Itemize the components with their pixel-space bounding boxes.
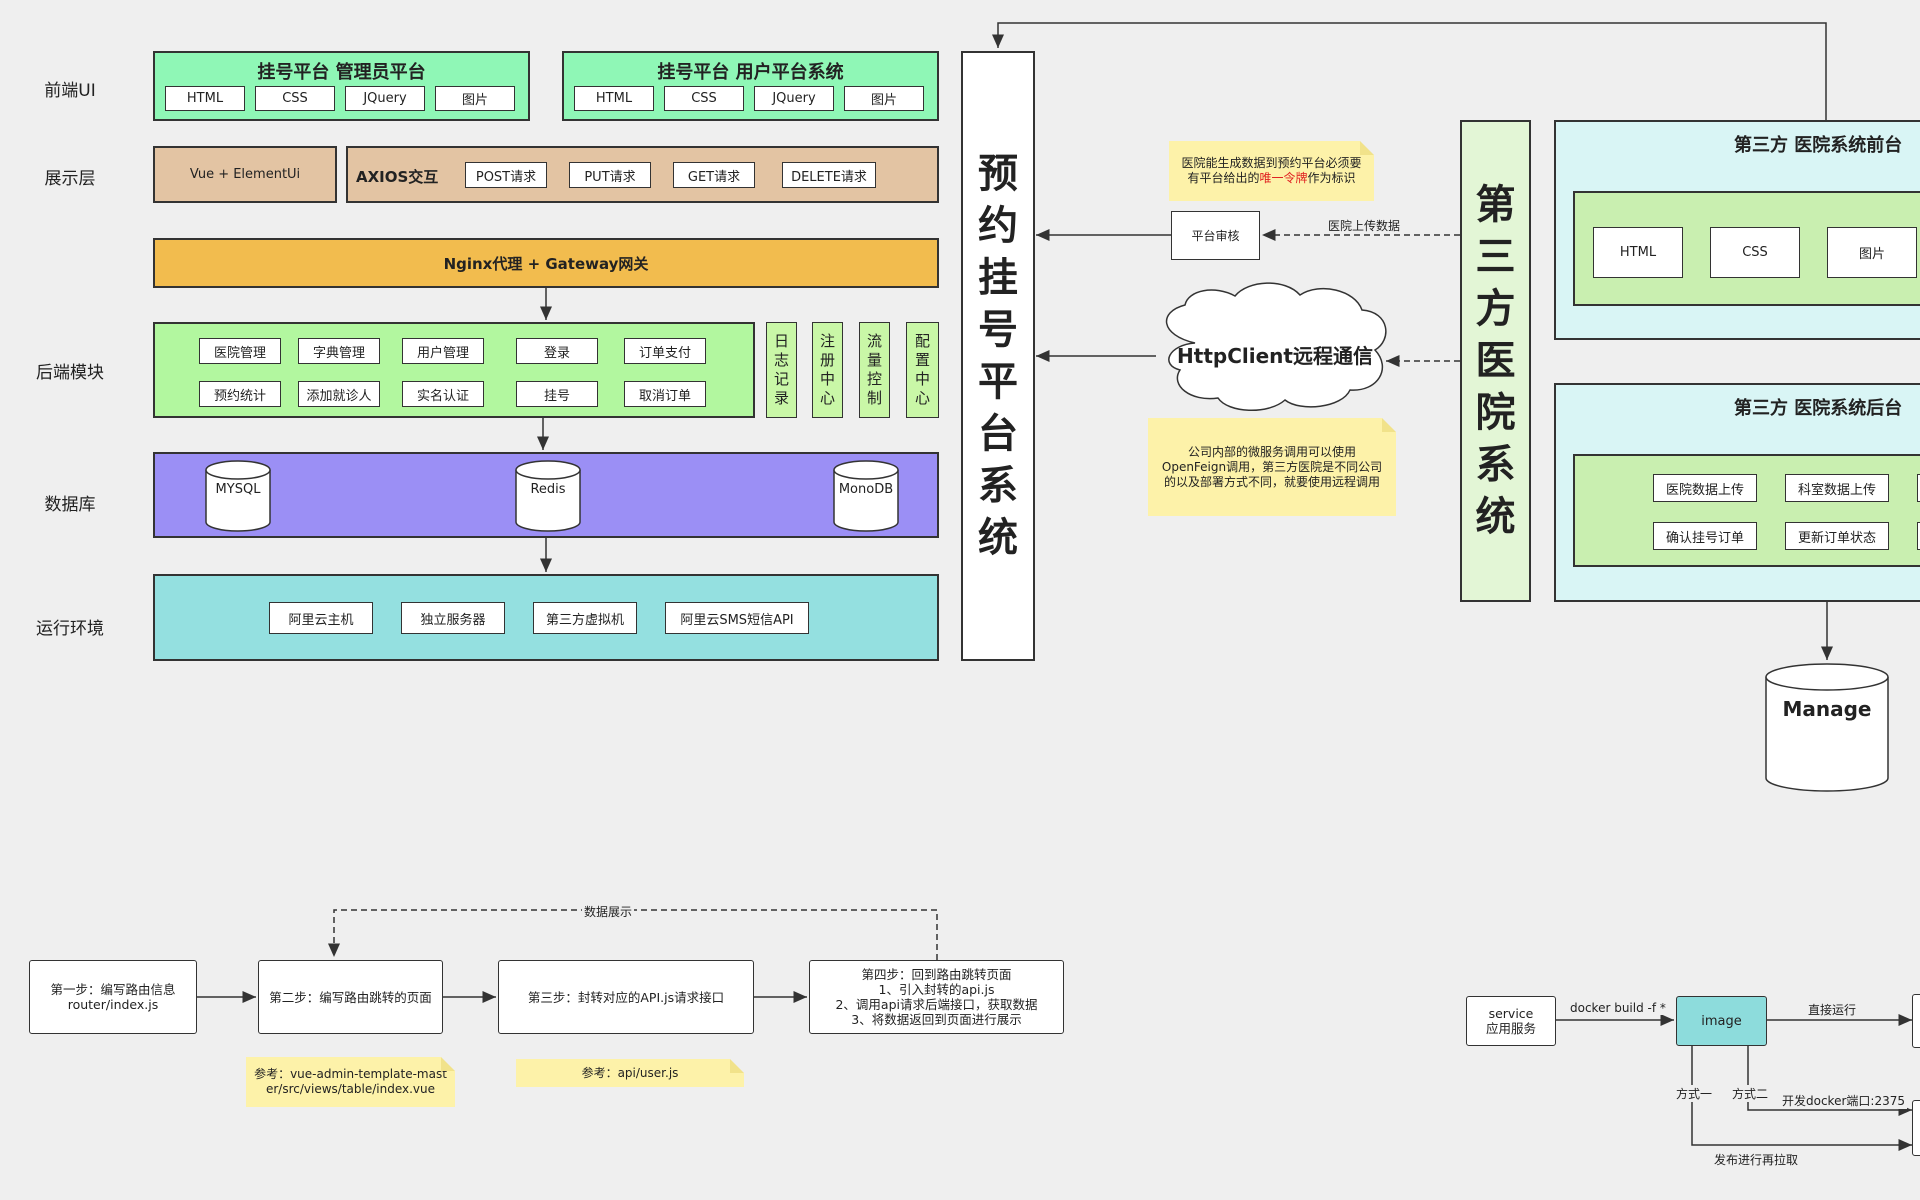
row-label-display: 展示层 xyxy=(44,169,96,189)
front-item-image: 图片 xyxy=(1827,227,1917,278)
hospital-front-title: 第三方 医院系统前台 xyxy=(1734,135,1903,156)
third-hospital-box: 第三方医院系统 xyxy=(1460,120,1531,602)
axios-panel: AXIOS交互 POST请求 PUT请求 GET请求 DELETE请求 xyxy=(346,146,939,203)
platform-system-title: 预约挂号平台系统 xyxy=(978,151,1018,561)
publish-label: 发布进行再拉取 xyxy=(1712,1151,1801,1168)
token-note-after: 作为标识 xyxy=(1307,171,1356,185)
row-label-backend: 后端模块 xyxy=(36,363,104,383)
hospital-front-inner: HTML CSS 图片 xyxy=(1573,191,1920,306)
docker-image-box: image xyxy=(1676,996,1767,1046)
module-appointment-stats: 预约统计 xyxy=(199,381,281,407)
token-note-highlight: 唯一令牌 xyxy=(1259,171,1308,185)
back-update-order: 更新订单状态 xyxy=(1785,522,1889,550)
user-item-jquery: JQuery xyxy=(754,86,834,111)
platform-audit-box: 平台审核 xyxy=(1171,211,1260,260)
token-note-before: 医院能生成数据到预约平台必须要有平台给出的 xyxy=(1181,156,1362,185)
get-request: GET请求 xyxy=(673,162,755,188)
front-item-html: HTML xyxy=(1593,227,1683,278)
way2-label: 方式二 xyxy=(1730,1085,1771,1102)
admin-item-image: 图片 xyxy=(435,86,515,111)
vue-elementui-box: Vue + ElementUi xyxy=(153,146,337,203)
step4-box: 第四步：回到路由跳转页面 1、引入封转的api.js 2、调用api请求后端接口… xyxy=(809,960,1064,1034)
module-cancel-order: 取消订单 xyxy=(624,381,706,407)
token-note: 医院能生成数据到预约平台必须要有平台给出的唯一令牌作为标识 xyxy=(1169,141,1374,201)
openfeign-note: 公司内部的微服务调用可以使用OpenFeign调用，第三方医院是不同公司的以及部… xyxy=(1148,418,1396,516)
manage-db: Manage xyxy=(1782,697,1872,721)
user-item-css: CSS xyxy=(664,86,744,111)
post-request: POST请求 xyxy=(465,162,547,188)
put-request: PUT请求 xyxy=(569,162,651,188)
hospital-back-panel: 第三方 医院系统后台 医院数据上传 科室数据上传 确认挂号订单 更新订单状态 xyxy=(1554,383,1920,602)
step1-box: 第一步：编写路由信息 router/index.js xyxy=(29,960,197,1034)
third-hospital-title: 第三方医院系统 xyxy=(1475,182,1516,540)
back-hospital-upload: 医院数据上传 xyxy=(1653,474,1757,502)
admin-item-css: CSS xyxy=(255,86,335,111)
runtime-aliyun-host: 阿里云主机 xyxy=(269,602,373,634)
runtime-third-vm: 第三方虚拟机 xyxy=(533,602,637,634)
side-log-record: 日志记录 xyxy=(766,322,797,418)
admin-platform-title: 挂号平台 管理员平台 xyxy=(257,62,426,83)
module-hospital-manage: 医院管理 xyxy=(199,338,281,364)
back-dept-upload: 科室数据上传 xyxy=(1785,474,1889,502)
delete-request: DELETE请求 xyxy=(782,162,876,188)
docker-target-box-2 xyxy=(1912,1100,1920,1156)
runtime-panel: 阿里云主机 独立服务器 第三方虚拟机 阿里云SMS短信API xyxy=(153,574,939,661)
module-user-manage: 用户管理 xyxy=(402,338,484,364)
back-row2-truncated xyxy=(1917,522,1920,550)
docker-target-box-1 xyxy=(1912,994,1920,1048)
back-confirm-order: 确认挂号订单 xyxy=(1653,522,1757,550)
hospital-back-inner: 医院数据上传 科室数据上传 确认挂号订单 更新订单状态 xyxy=(1573,454,1920,567)
httpclient-cloud xyxy=(1166,282,1387,412)
row-label-frontend: 前端UI xyxy=(44,81,96,101)
side-flow-control: 流量控制 xyxy=(859,322,890,418)
ref-note-1: 参考：vue-admin-template-master/src/views/t… xyxy=(246,1057,455,1107)
hospital-back-title: 第三方 医院系统后台 xyxy=(1734,398,1903,419)
direct-run-label: 直接运行 xyxy=(1806,1001,1859,1018)
backend-modules-panel: 医院管理 字典管理 用户管理 登录 订单支付 预约统计 添加就诊人 实名认证 挂… xyxy=(153,322,755,418)
upload-data-label: 医院上传数据 xyxy=(1326,217,1403,234)
admin-item-html: HTML xyxy=(165,86,245,111)
module-dict-manage: 字典管理 xyxy=(298,338,380,364)
side-registry-center: 注册中心 xyxy=(812,322,843,418)
docker-service-box: service 应用服务 xyxy=(1466,996,1556,1046)
user-item-image: 图片 xyxy=(844,86,924,111)
gateway-box: Nginx代理 + Gateway网关 xyxy=(153,238,939,288)
row-label-database: 数据库 xyxy=(44,495,96,515)
module-register: 挂号 xyxy=(516,381,598,407)
row-label-runtime: 运行环境 xyxy=(36,619,104,639)
data-show-label: 数据展示 xyxy=(582,903,635,920)
step2-box: 第二步：编写路由跳转的页面 xyxy=(258,960,443,1034)
db-mysql: MYSQL xyxy=(215,482,261,497)
user-platform-title: 挂号平台 用户平台系统 xyxy=(657,62,844,83)
back-row1-truncated xyxy=(1917,474,1920,502)
side-config-center: 配置中心 xyxy=(906,322,939,418)
httpclient-label: HttpClient远程通信 xyxy=(1177,344,1373,368)
hospital-front-panel: 第三方 医院系统前台 HTML CSS 图片 xyxy=(1554,120,1920,340)
db-mongodb: MonoDB xyxy=(838,482,894,497)
step3-box: 第三步：封转对应的API.js请求接口 xyxy=(498,960,754,1034)
front-item-css: CSS xyxy=(1710,227,1800,278)
docker-build-label: docker build -f * xyxy=(1568,1001,1668,1015)
runtime-aliyun-sms: 阿里云SMS短信API xyxy=(665,602,809,634)
runtime-dedicated-server: 独立服务器 xyxy=(401,602,505,634)
platform-system-box: 预约挂号平台系统 xyxy=(961,51,1035,661)
admin-item-jquery: JQuery xyxy=(345,86,425,111)
user-platform-panel: 挂号平台 用户平台系统 HTML CSS JQuery 图片 xyxy=(562,51,939,121)
module-realname-auth: 实名认证 xyxy=(402,381,484,407)
axios-label: AXIOS交互 xyxy=(356,168,439,186)
admin-platform-panel: 挂号平台 管理员平台 HTML CSS JQuery 图片 xyxy=(153,51,530,121)
module-order-pay: 订单支付 xyxy=(624,338,706,364)
module-add-patient: 添加就诊人 xyxy=(298,381,380,407)
ref-note-2: 参考：api/user.js xyxy=(516,1059,744,1087)
module-login: 登录 xyxy=(516,338,598,364)
way1-label: 方式一 xyxy=(1674,1085,1715,1102)
db-redis: Redis xyxy=(530,482,566,497)
user-item-html: HTML xyxy=(574,86,654,111)
docker-port-label: 开发docker端口:2375 xyxy=(1780,1092,1907,1109)
